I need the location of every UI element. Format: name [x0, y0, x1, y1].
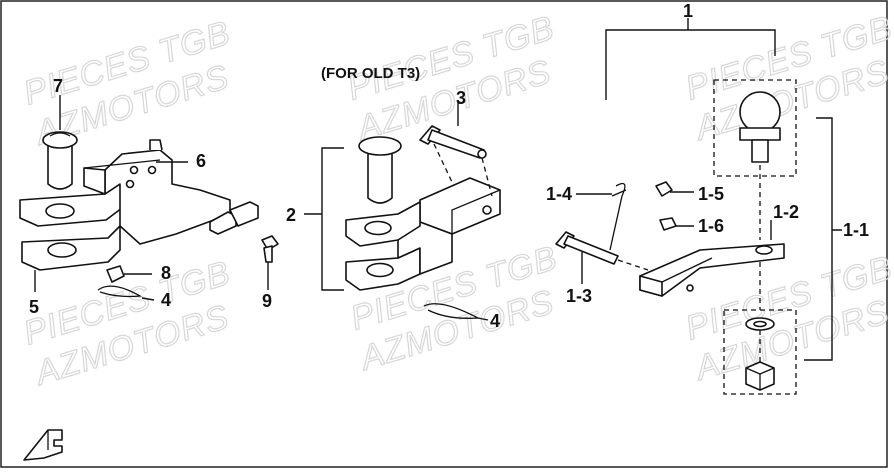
- bushing: [229, 201, 259, 227]
- small-nut: [659, 217, 677, 231]
- tow-ball-stud: [751, 139, 769, 163]
- callout-3: 3: [456, 88, 466, 108]
- hitch-pin-head: [42, 131, 78, 149]
- bolt-head: [261, 235, 279, 251]
- callout-7: 7: [53, 76, 63, 96]
- left-leader-lines: [34, 95, 269, 301]
- drawbar-end: [639, 275, 663, 297]
- diagram-frame: [0, 0, 888, 468]
- grease-fitting: [655, 181, 673, 197]
- hitch-pin-ring: [49, 132, 71, 137]
- callout-9: 9: [262, 291, 272, 311]
- leader-line: [477, 317, 489, 321]
- variant-note: (FOR OLD T3): [321, 65, 420, 82]
- callout-1-2: 1-2: [773, 202, 799, 222]
- assembly-guide: [481, 157, 493, 197]
- clevis-pin-head: [358, 136, 402, 156]
- bracket-hole: [129, 165, 139, 175]
- right-hitch-assembly: [555, 91, 797, 395]
- bushing: [209, 211, 237, 235]
- callout-1-3: 1-3: [566, 286, 592, 306]
- l-pin-shaft: [563, 235, 619, 265]
- bracket-2: [304, 147, 344, 291]
- washer-hole: [753, 320, 767, 328]
- receiver-edge: [451, 189, 501, 234]
- bracket-front-face: [83, 167, 106, 195]
- leader-line: [141, 297, 155, 301]
- lower-plate-hole: [47, 242, 77, 258]
- hitch-pin: [47, 144, 73, 190]
- front-arrow-icon: [23, 429, 63, 461]
- callout-1-6: 1-6: [698, 216, 724, 236]
- bracket-edge-line: [83, 159, 161, 169]
- callout-8: 8: [161, 263, 171, 283]
- callout-2: 2: [286, 205, 296, 225]
- l-pin-shaft: [427, 129, 485, 159]
- clevis-pin: [367, 149, 393, 204]
- bracket-1: [605, 18, 776, 100]
- drawbar-pin-hole: [686, 284, 694, 292]
- upper-jaw-hole: [364, 220, 392, 236]
- bolt-shank: [263, 245, 273, 263]
- callout-1: 1: [683, 1, 693, 21]
- receiver-hole: [482, 205, 492, 215]
- assembly-guide: [433, 143, 453, 183]
- bracket-hole: [125, 179, 135, 189]
- lower-jaw-hole: [366, 262, 394, 278]
- bracket-tab: [149, 139, 163, 151]
- tow-ball-collar: [739, 127, 781, 141]
- callout-6: 6: [196, 151, 206, 171]
- bracket-1-1: [804, 117, 842, 361]
- hex-nut-edges: [745, 367, 775, 390]
- upper-plate-hole: [45, 203, 75, 219]
- ball-group-box: [713, 79, 797, 177]
- callout-1-5: 1-5: [698, 184, 724, 204]
- spacer-bushing: [106, 265, 125, 283]
- callout-4: 4: [490, 311, 500, 331]
- assembly-guide: [617, 259, 649, 271]
- callout-1-1: 1-1: [843, 220, 869, 240]
- left-hitch-assembly: [19, 131, 279, 298]
- tow-ball: [739, 91, 781, 133]
- center-hitch-assembly: [345, 125, 501, 319]
- bracket-hole: [147, 165, 157, 175]
- r-clip: [97, 285, 143, 298]
- spring-clip: [609, 182, 627, 251]
- callout-1-4: 1-4: [546, 184, 572, 204]
- clevis-body: [397, 221, 453, 275]
- callout-4: 4: [161, 290, 171, 310]
- callout-5: 5: [29, 297, 39, 317]
- drawbar-edge: [661, 257, 713, 283]
- drawbar-hole: [755, 245, 773, 255]
- l-pin-tip: [477, 149, 487, 159]
